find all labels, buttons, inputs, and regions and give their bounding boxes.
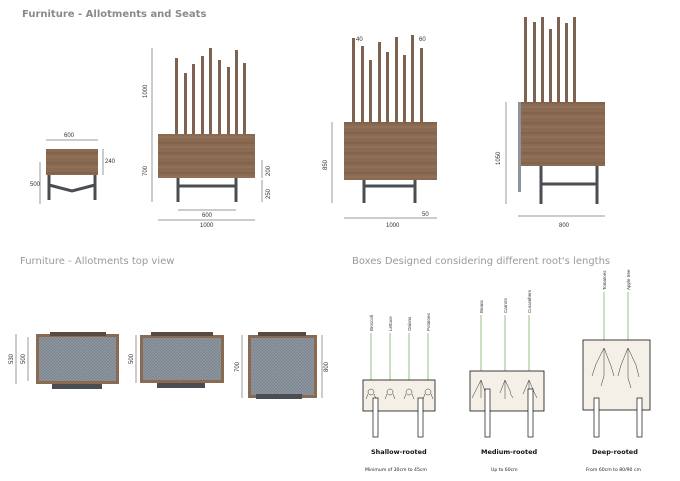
planter-1-inner-dim: 600 (202, 213, 213, 219)
planter-2-poles (352, 35, 423, 123)
plant-label-cucumbers: Cucumbers (527, 289, 532, 313)
planter-1-poles (175, 48, 246, 135)
topview-3-depth-dim: 700 (235, 361, 241, 372)
plant-label-tomatoes: Tomatoes (602, 270, 607, 290)
plant-label-apple-tree: Apple tree (626, 269, 631, 290)
section-title-seats: Furniture - Allotments and Seats (22, 9, 207, 20)
root-range-shallow: Minimum of 30cm to 45cm (365, 467, 427, 473)
root-range-medium: Up to 60cm (491, 467, 518, 473)
seat-elevation: 600 240 500 (30, 133, 116, 204)
planter-1-box (158, 134, 255, 178)
plant-label-carrots: Carrots (503, 297, 508, 313)
section-title-topview: Furniture - Allotments top view (20, 256, 175, 267)
plant-label-lettuce: Lettuce (388, 316, 393, 331)
topview-2-depth-dim: 500 (129, 353, 135, 364)
topview-2: 500 (129, 332, 224, 388)
planter-2-elevation: 40 60 850 50 1000 (323, 35, 437, 229)
planter-3-elevation: 1050 800 (496, 17, 605, 229)
root-label-shallow: Shallow-rooted (371, 448, 427, 456)
topview-1-depth-dim: 530 (9, 353, 15, 364)
seat-frame (47, 175, 97, 200)
seat-height-dim: 240 (105, 159, 116, 165)
topview-1-inner-dim: 500 (21, 353, 27, 364)
root-label-medium: Medium-rooted (481, 448, 538, 456)
topview-3: 700 800 (235, 332, 330, 399)
root-box-medium: Beans Carrots Cucumbers Medium-rooted Up… (469, 289, 545, 473)
section-title-roots: Boxes Designed considering different roo… (352, 256, 611, 267)
planter-2-pole-a-dim: 40 (356, 37, 363, 43)
planter-3-box (518, 102, 605, 166)
planter-2-pole-b-dim: 60 (419, 37, 426, 43)
planter-1-pole-dim: 1000 (143, 84, 149, 98)
planter-1-box-dim: 700 (143, 165, 149, 176)
topview-1: 530 500 (9, 332, 119, 389)
root-box-shallow: Broccoli Lettuce Onions Potatoes Shallow… (362, 312, 436, 473)
planter-3-poles (524, 17, 576, 103)
planter-1-width-dim: 1000 (200, 223, 214, 229)
planter-1-clear-dim: 250 (266, 188, 272, 199)
seat-top (46, 149, 98, 175)
planter-1-legs (176, 178, 238, 202)
planter-2-width-dim: 1000 (386, 223, 400, 229)
topview-3-right-dim: 800 (324, 361, 330, 372)
seat-total-dim: 500 (30, 182, 41, 188)
planter-2-leg-gap-dim: 50 (422, 212, 429, 218)
planter-3-width-dim: 800 (559, 223, 570, 229)
seat-width-dim: 600 (64, 133, 75, 139)
plant-label-potatoes: Potatoes (426, 312, 431, 331)
planter-1-leg-dim: 200 (266, 165, 272, 176)
plant-label-beans: Beans (479, 299, 484, 313)
root-label-deep: Deep-rooted (592, 448, 638, 456)
planter-2-legs (362, 180, 417, 203)
planter-3-legs (539, 166, 599, 204)
plant-label-broccoli: Broccoli (369, 315, 374, 331)
planter-3-height-dim: 1050 (496, 151, 502, 165)
root-range-deep: From 60cm to 80/90 cm (586, 467, 641, 473)
root-box-deep: Tomatoes Apple tree Deep-rooted From 60c… (582, 269, 651, 473)
planter-2-box (344, 122, 437, 180)
planter-2-height-dim: 850 (323, 159, 329, 170)
plant-label-onions: Onions (407, 316, 412, 331)
planter-1-elevation: 1000 700 200 250 600 1000 (143, 48, 272, 229)
